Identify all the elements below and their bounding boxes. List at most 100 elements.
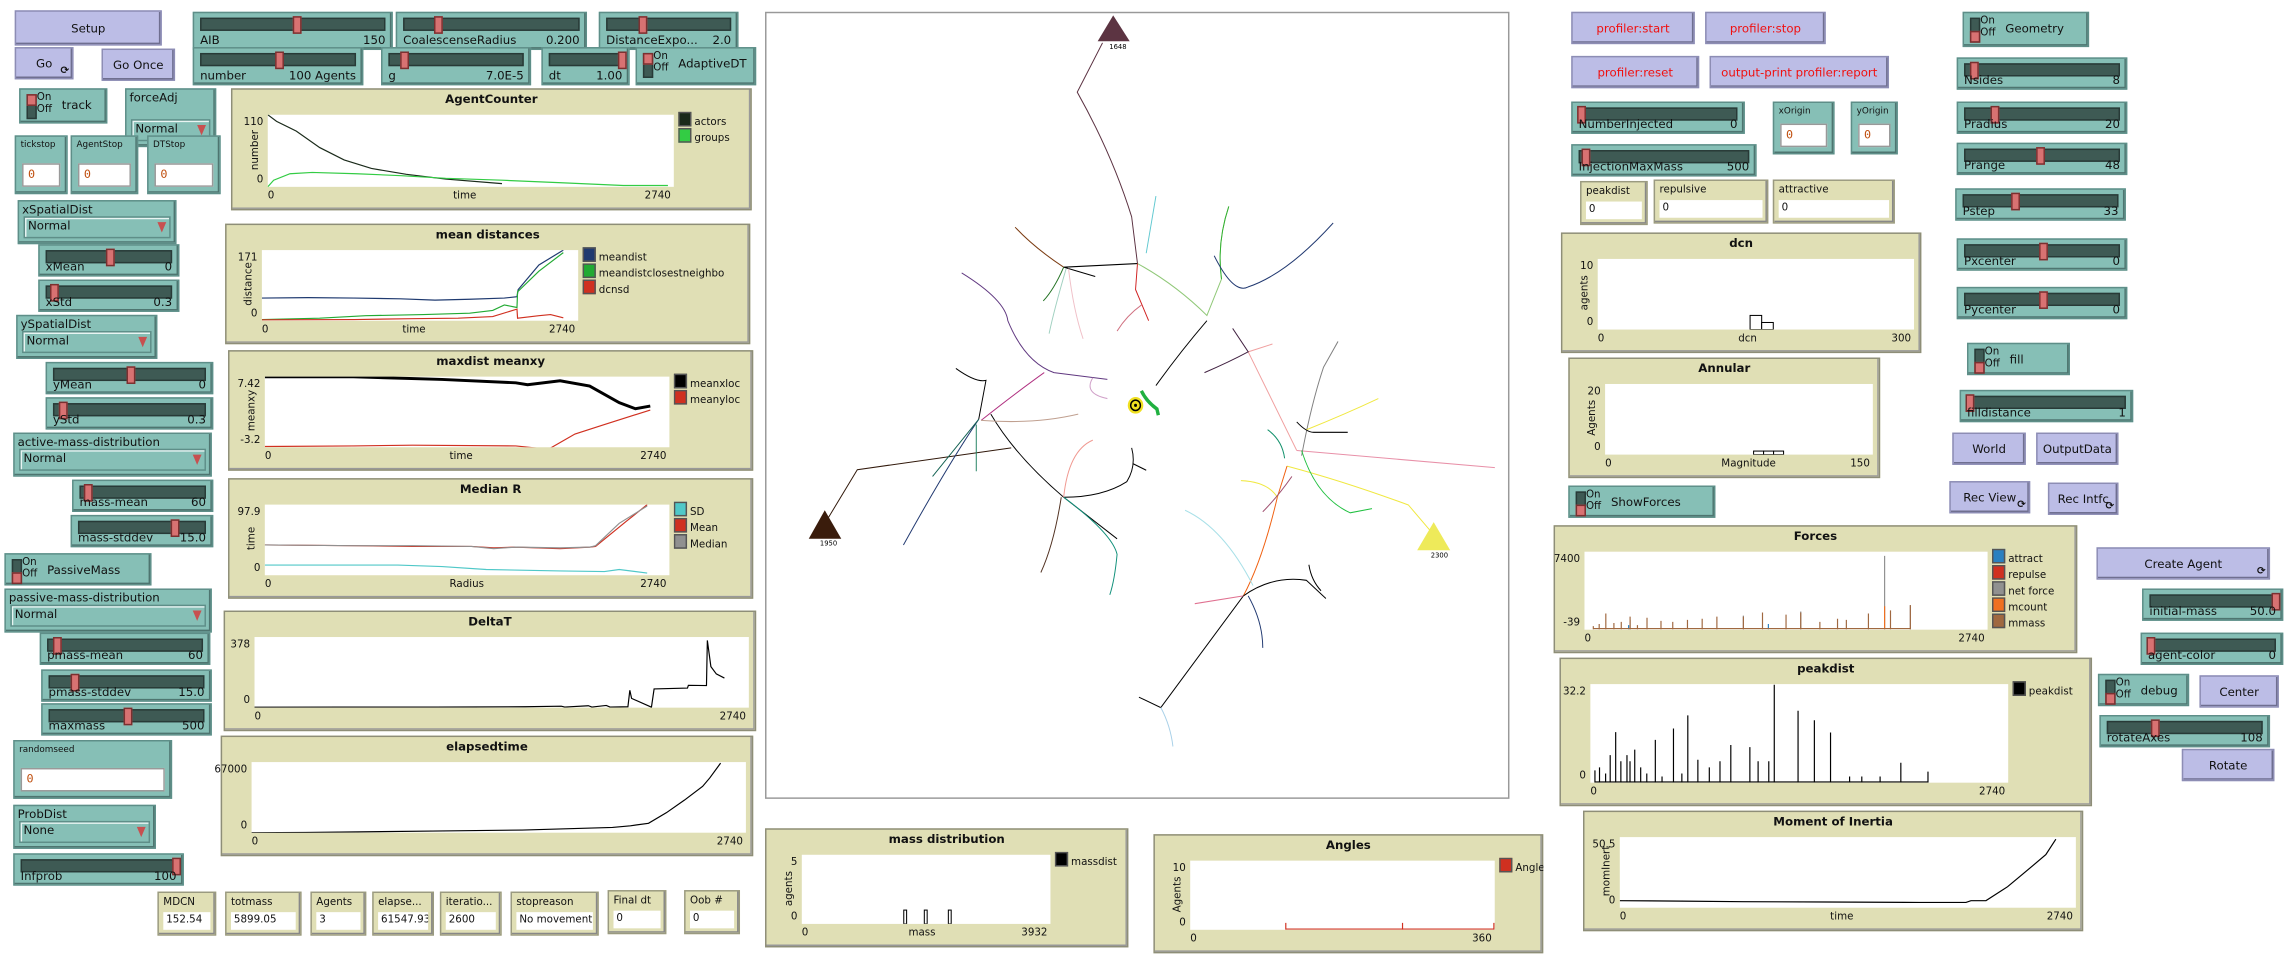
slider-track[interactable] — [1577, 105, 1738, 124]
slider-handle[interactable] — [400, 51, 409, 70]
rec-view-button[interactable]: Rec View⟳ — [1949, 481, 2031, 514]
slider-handle[interactable] — [1577, 105, 1586, 124]
input-field[interactable]: 0 — [77, 163, 131, 187]
source-1648[interactable]: 1648 — [1097, 15, 1130, 51]
slider-handle[interactable] — [50, 283, 60, 302]
slider-track[interactable] — [2146, 637, 2276, 655]
switch-toggle[interactable] — [26, 94, 37, 120]
rotate-button[interactable]: Rotate — [2181, 748, 2275, 782]
switch-toggle[interactable] — [1969, 17, 1981, 43]
slider-handle[interactable] — [2271, 592, 2281, 611]
profiler-stop-button[interactable]: profiler:stop — [1705, 11, 1826, 45]
slider-track[interactable] — [200, 51, 357, 70]
rec-intfc-button[interactable]: Rec Intfc⟳ — [2047, 482, 2119, 515]
slider-handle[interactable] — [70, 673, 79, 692]
switch-toggle[interactable] — [2105, 679, 2116, 705]
slider-handle[interactable] — [1970, 61, 1980, 80]
slider-track[interactable] — [45, 248, 173, 267]
center-button[interactable]: Center — [2199, 675, 2279, 708]
slider-handle[interactable] — [58, 401, 68, 420]
setup-button[interactable]: Setup — [14, 10, 162, 46]
slider-track[interactable] — [20, 857, 181, 876]
target-agent[interactable] — [1127, 389, 1161, 416]
slider-track[interactable] — [52, 366, 206, 384]
slider-handle[interactable] — [105, 248, 115, 267]
slider-track[interactable] — [77, 519, 206, 537]
slider-track[interactable] — [1965, 394, 2126, 412]
input-field[interactable]: 0 — [1780, 123, 1828, 148]
go-button[interactable]: Go⟳ — [14, 47, 74, 80]
slider-handle[interactable] — [2011, 192, 2021, 211]
distance-expo-slider[interactable]: DistanceExpo...2.0 — [598, 11, 739, 51]
input-field[interactable]: 0 — [20, 767, 165, 792]
switch-toggle[interactable] — [642, 52, 654, 78]
slider-handle[interactable] — [126, 366, 136, 384]
source-1950[interactable]: 1950 — [808, 510, 842, 548]
slider-track[interactable] — [48, 707, 205, 726]
slider-handle[interactable] — [293, 16, 303, 34]
slider-track[interactable] — [403, 16, 580, 34]
slider-track[interactable] — [52, 401, 206, 420]
slider-handle[interactable] — [2151, 719, 2160, 738]
switch-toggle[interactable] — [1974, 348, 1985, 374]
output-data-button[interactable]: OutputData — [2036, 432, 2119, 465]
slider-handle[interactable] — [617, 51, 627, 70]
slider-track[interactable] — [200, 16, 386, 34]
go-once-button[interactable]: Go Once — [101, 48, 176, 81]
slider-track[interactable] — [606, 16, 732, 34]
chooser-select[interactable]: Normal — [23, 216, 171, 239]
chooser-select[interactable]: Normal — [22, 331, 152, 354]
slider-track[interactable] — [1964, 242, 2120, 261]
slider-track[interactable] — [1964, 147, 2120, 165]
switch-toggle[interactable] — [1575, 491, 1586, 517]
slider-track[interactable] — [1962, 192, 2119, 211]
slider-handle[interactable] — [84, 484, 93, 502]
world-view[interactable]: 1648 1950 2300 — [765, 11, 1510, 799]
slider-handle[interactable] — [275, 51, 284, 70]
switch-toggle[interactable] — [11, 559, 23, 585]
input-field[interactable]: 0 — [154, 163, 214, 187]
source-2300[interactable]: 2300 — [1417, 522, 1451, 560]
slider-handle[interactable] — [1965, 394, 1975, 412]
slider-handle[interactable] — [2146, 637, 2156, 655]
chooser-select[interactable]: Normal — [19, 448, 206, 471]
create-agent-button[interactable]: Create Agent⟳ — [2096, 547, 2271, 580]
slider-track[interactable] — [1964, 61, 2120, 80]
slider-track[interactable] — [79, 484, 206, 502]
slider-handle[interactable] — [2036, 147, 2045, 165]
slider-handle[interactable] — [170, 519, 180, 537]
chooser-select[interactable]: None — [19, 820, 151, 843]
